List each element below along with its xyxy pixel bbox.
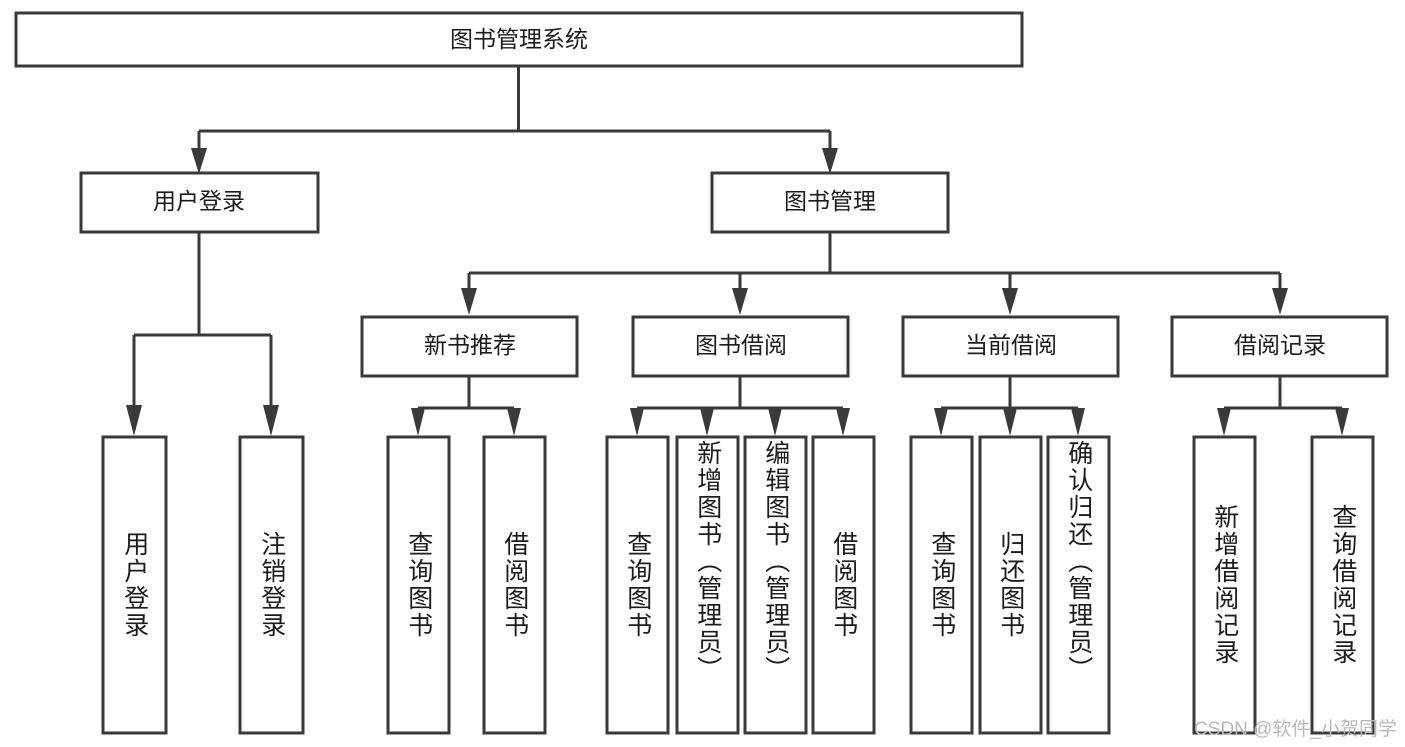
node-book-management-box[interactable]	[710, 171, 950, 234]
leaf-box-borrow-lend[interactable]	[811, 435, 876, 735]
arrowhead-userlogin	[191, 148, 207, 174]
leaf-box-newbook-borrow[interactable]	[482, 435, 547, 735]
arrowhead-current	[1002, 288, 1018, 315]
node-root-label: 图书管理系统	[450, 26, 588, 52]
node-user-login-label: 用户登录	[153, 188, 245, 214]
node-new-book-recommend-label: 新书推荐	[424, 332, 516, 358]
leaf-box-borrow-edit[interactable]	[743, 435, 808, 735]
arrowhead-record-c1	[1217, 408, 1231, 436]
leaf-box-borrow-query[interactable]	[605, 435, 670, 735]
arrowhead-borrow	[732, 288, 748, 315]
node-book-borrow-label: 图书借阅	[695, 332, 787, 358]
arrowhead-borrow-c2	[700, 408, 714, 436]
arrowhead-current-c3	[1071, 408, 1085, 436]
node-borrow-record-label: 借阅记录	[1234, 332, 1326, 358]
leaf-box-current-query[interactable]	[909, 435, 974, 735]
node-borrow-record-box[interactable]	[1170, 315, 1389, 378]
leaf-box-layer	[101, 435, 1375, 735]
node-user-login-box[interactable]	[79, 171, 320, 234]
arrowhead-record	[1272, 288, 1288, 315]
arrowhead-newbook-c1	[411, 408, 425, 436]
arrowhead-newbook	[461, 288, 477, 315]
arrowhead-newbook-c2	[507, 408, 521, 436]
leaf-box-newbook-query[interactable]	[386, 435, 451, 735]
leaf-box-record-add[interactable]	[1192, 435, 1257, 735]
node-user-login[interactable]: 用户登录	[79, 171, 320, 234]
arrowhead-current-c2	[1003, 408, 1017, 436]
arrowhead-user-login-leaf	[126, 405, 142, 436]
node-current-borrow-box[interactable]	[901, 315, 1120, 378]
node-book-borrow-box[interactable]	[631, 315, 850, 378]
node-book-management[interactable]: 图书管理	[710, 171, 950, 234]
node-current-borrow[interactable]: 当前借阅	[901, 315, 1120, 378]
arrowhead-record-c2	[1335, 408, 1349, 436]
arrowhead-logout-leaf	[263, 405, 279, 436]
arrowhead-current-c1	[934, 408, 948, 436]
leaf-box-current-confirm[interactable]	[1046, 435, 1111, 735]
node-root-box[interactable]	[14, 11, 1024, 68]
arrowhead-borrow-c3	[768, 408, 782, 436]
edge-layer	[126, 66, 1349, 436]
node-borrow-record[interactable]: 借阅记录	[1170, 315, 1389, 378]
arrowhead-borrow-c1	[630, 408, 644, 436]
node-book-management-label: 图书管理	[784, 188, 876, 214]
node-new-book-recommend[interactable]: 新书推荐	[360, 315, 579, 378]
node-root[interactable]: 图书管理系统	[14, 11, 1024, 68]
leaf-box-user-login[interactable]	[101, 435, 168, 735]
node-current-borrow-label: 当前借阅	[965, 332, 1057, 358]
leaf-box-current-return[interactable]	[978, 435, 1043, 735]
node-book-borrow[interactable]: 图书借阅	[631, 315, 850, 378]
leaf-box-record-query[interactable]	[1310, 435, 1375, 735]
node-new-book-recommend-box[interactable]	[360, 315, 579, 378]
arrowhead-borrow-c4	[836, 408, 850, 436]
arrowhead-bookmgmt	[822, 148, 838, 174]
leaf-box-logout[interactable]	[238, 435, 305, 735]
leaf-box-borrow-add[interactable]	[675, 435, 740, 735]
